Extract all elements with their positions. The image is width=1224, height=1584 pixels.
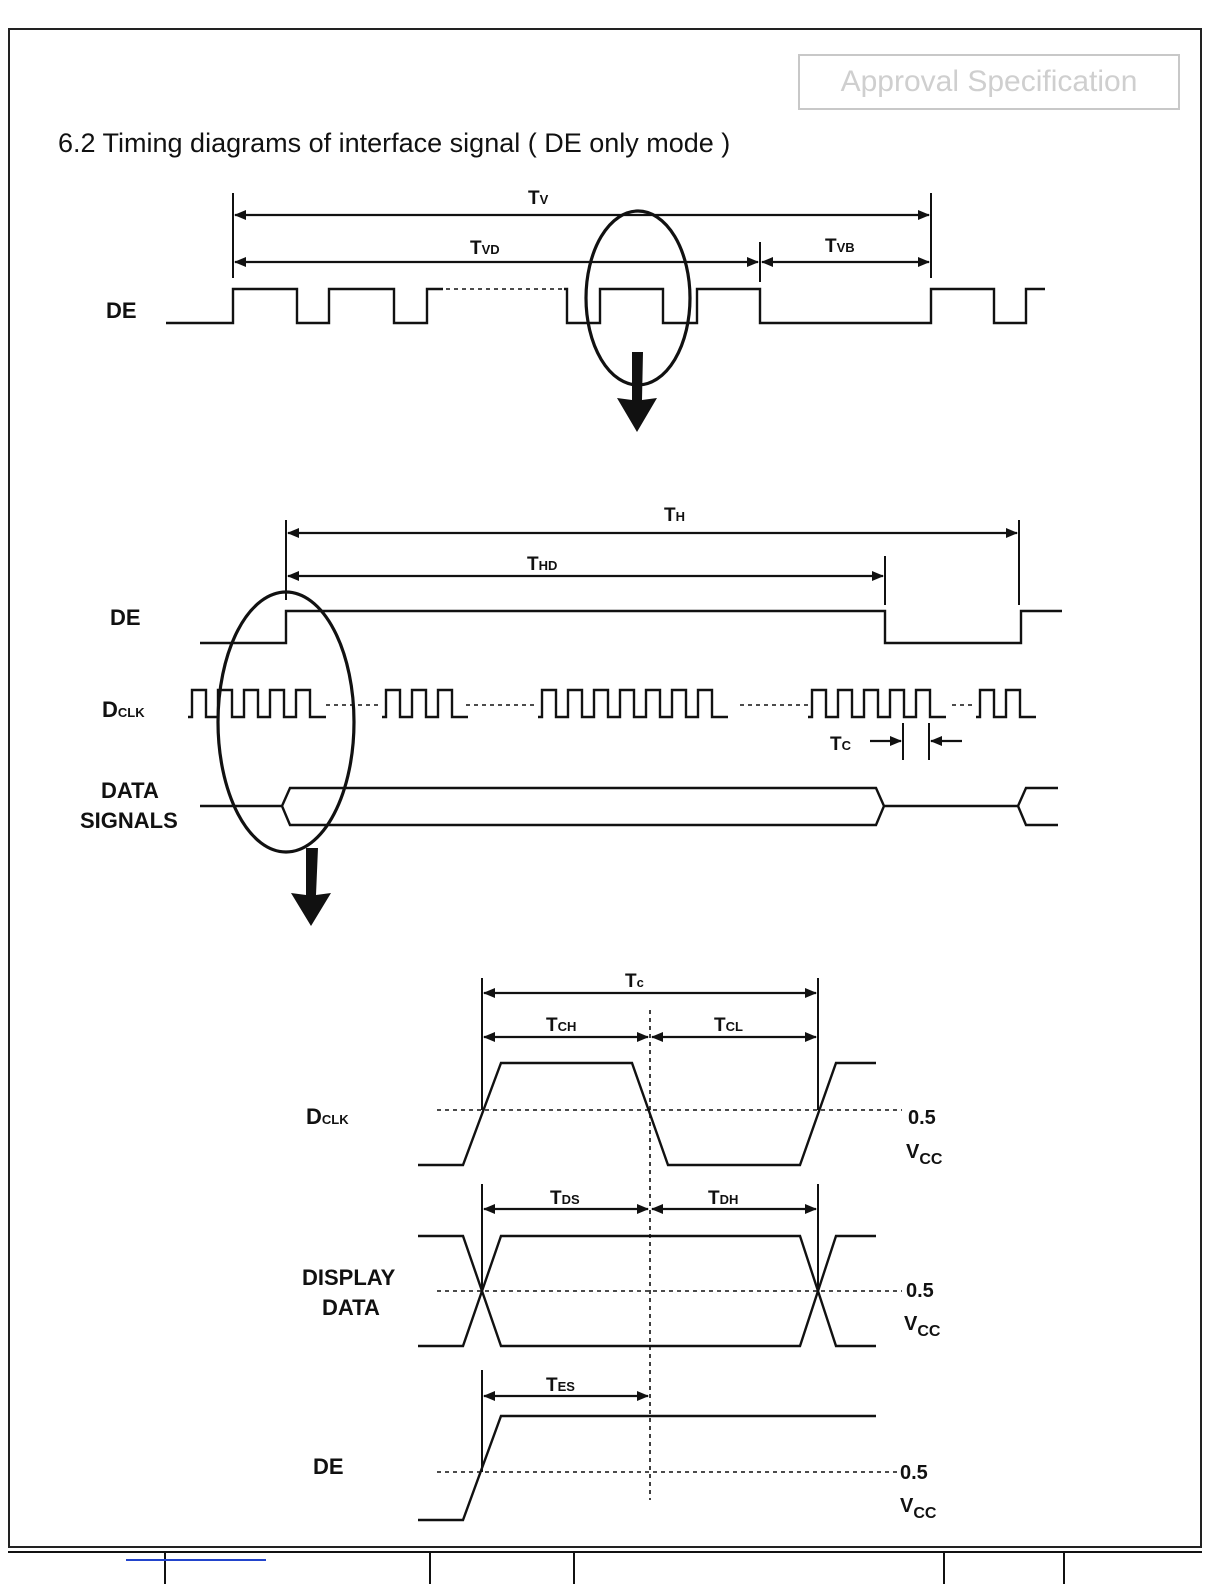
dclk-threshold-value: 0.5: [908, 1107, 936, 1129]
frame-de-label: DE: [106, 298, 137, 323]
detail-de-waveform: [418, 1416, 876, 1520]
line-de-waveform: [200, 611, 1062, 643]
display-threshold-value: 0.5: [906, 1280, 934, 1302]
tv-label: TV: [528, 188, 549, 209]
display-data-label-line1: DISPLAY: [302, 1265, 396, 1290]
line-zoom-arrow-icon: [291, 848, 331, 926]
display-data-label-line2: DATA: [322, 1295, 380, 1320]
detail-dclk-waveform: [418, 1063, 876, 1165]
dclk-pulse-group-3: [538, 690, 728, 717]
line-de-label: DE: [110, 605, 141, 630]
display-threshold-unit: VCC: [904, 1313, 941, 1340]
line-dclk-waveform: [188, 690, 1036, 717]
line-tc-label: TC: [830, 734, 852, 755]
line-dclk-label: DCLK: [102, 697, 145, 722]
frame-timing-diagram: TV TVD TVB DE: [106, 188, 1045, 432]
tes-label: TES: [546, 1375, 575, 1396]
detail-timing-diagram: Tc TCH TCL DCLK 0.5 VCC TDS TDH DISPLAY …: [302, 971, 943, 1522]
frame-de-waveform-a: [166, 289, 443, 323]
tds-label: TDS: [550, 1188, 580, 1209]
th-label: TH: [664, 505, 685, 526]
dclk-threshold-unit: VCC: [906, 1141, 943, 1168]
frame-zoom-arrow-icon: [617, 352, 657, 432]
dclk-pulse-group-1: [188, 690, 326, 717]
data-signals-label-line1: DATA: [101, 778, 159, 803]
dclk-pulse-group-2: [382, 690, 468, 717]
detail-de-label: DE: [313, 1454, 344, 1479]
detail-tc-label: Tc: [625, 971, 644, 992]
tcl-label: TCL: [714, 1015, 743, 1036]
tvb-label: TVB: [825, 236, 855, 257]
tdh-label: TDH: [708, 1188, 738, 1209]
frame-de-waveform-b: [564, 289, 1045, 323]
tch-label: TCH: [546, 1015, 576, 1036]
dclk-pulse-group-5: [976, 690, 1036, 717]
thd-label: THD: [527, 554, 557, 575]
tvd-label: TVD: [470, 238, 500, 259]
line-timing-diagram: TH THD DE DCLK TC DATA SIGNALS: [80, 505, 1062, 926]
data-signals-label-line2: SIGNALS: [80, 808, 178, 833]
de-threshold-unit: VCC: [900, 1495, 937, 1522]
detail-dclk-label: DCLK: [306, 1104, 349, 1129]
de-threshold-value: 0.5: [900, 1462, 928, 1484]
data-signals-waveform: [200, 788, 1058, 825]
footer-table-fragment: [8, 1552, 1202, 1584]
dclk-pulse-group-4: [808, 690, 946, 717]
